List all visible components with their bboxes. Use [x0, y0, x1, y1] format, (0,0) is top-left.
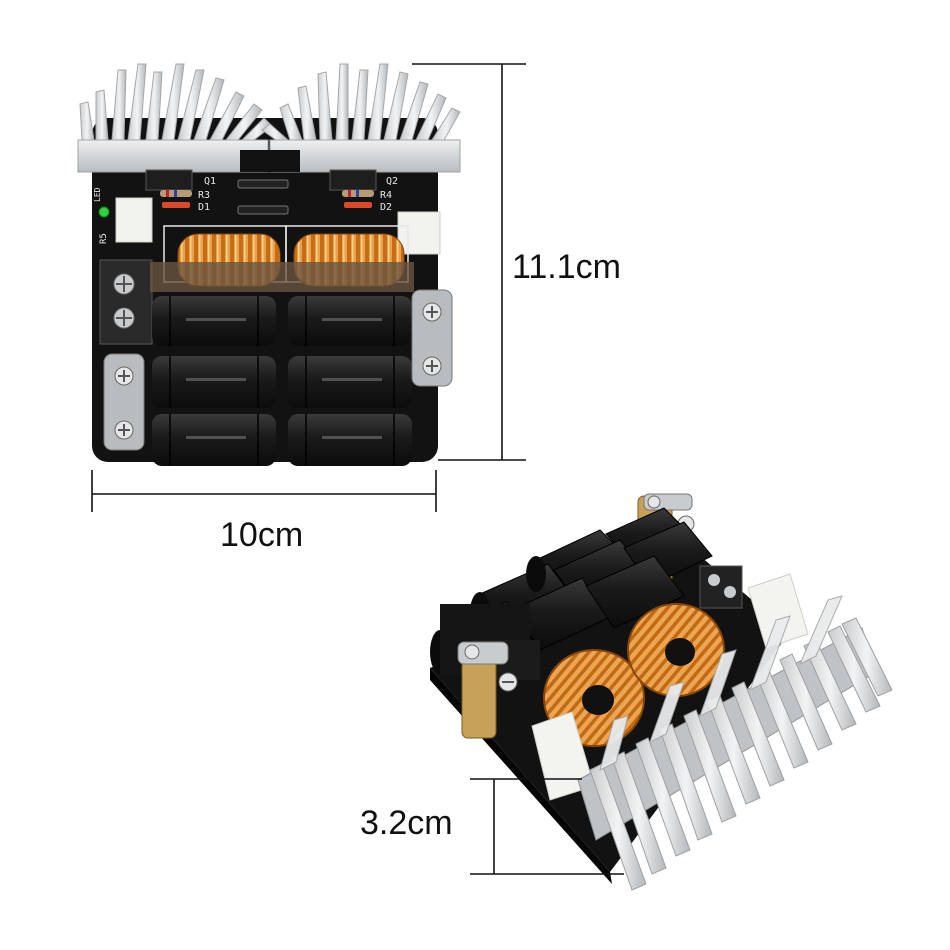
heatsink-fins-top — [79, 63, 461, 141]
toroid-coil-right-perspective — [627, 603, 725, 697]
dimension-height-label: 11.1cm — [512, 248, 621, 286]
heatsink-left-base — [77, 139, 269, 173]
bus-bar-clamp-right — [411, 289, 453, 387]
film-capacitor-back — [747, 573, 809, 649]
dimension-width — [91, 470, 437, 512]
led — [98, 206, 110, 218]
terminal-block — [99, 259, 153, 345]
film-capacitor-right — [397, 211, 441, 255]
resistor-r4 — [342, 190, 374, 197]
film-capacitor-left — [115, 197, 153, 243]
dimension-depth — [470, 778, 624, 875]
label-r3: R3 — [198, 190, 210, 201]
label-d1: D1 — [198, 202, 210, 213]
label-d2: D2 — [380, 202, 392, 213]
transistor-q1 — [145, 169, 193, 191]
dimension-height — [412, 63, 526, 461]
bus-bar-clamp-left — [103, 353, 145, 451]
diode-d1 — [162, 202, 190, 208]
board-perspective-view — [430, 493, 893, 891]
transistor-q2 — [329, 169, 377, 191]
label-r5: R5 — [99, 233, 109, 244]
heatsink-perspective — [577, 595, 893, 891]
label-led: LED — [93, 187, 102, 202]
label-q1: Q1 — [204, 176, 216, 187]
resistor-r3 — [160, 190, 192, 197]
dimension-depth-label: 3.2cm — [360, 804, 453, 842]
capacitor-bank-top — [152, 296, 412, 466]
label-q2: Q2 — [386, 176, 398, 187]
bus-bar-clamp-front — [457, 641, 518, 739]
heatsink-right-base — [269, 139, 461, 173]
diode-d2 — [344, 202, 372, 208]
label-r4: R4 — [380, 190, 392, 201]
dimension-width-label: 10cm — [220, 516, 304, 554]
board-top-view: Q1 Q2 R3 D1 R4 D2 LED R5 — [77, 63, 461, 466]
